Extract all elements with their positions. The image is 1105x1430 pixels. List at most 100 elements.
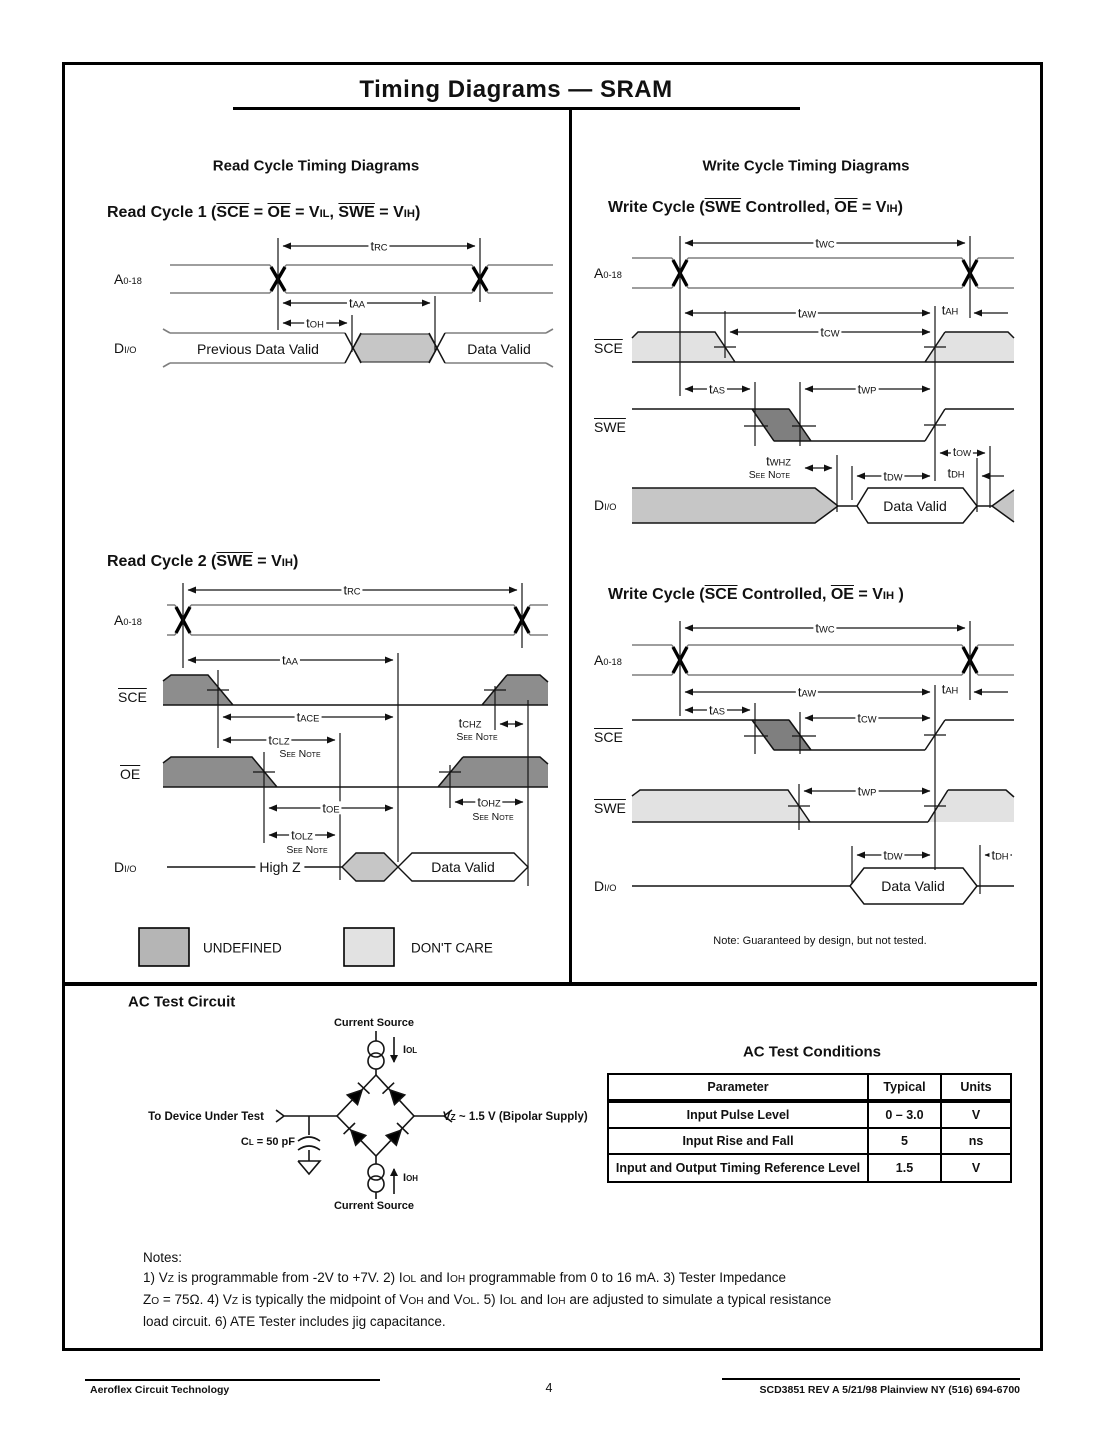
undefined-region: [163, 757, 277, 787]
current-source-top: [367, 1031, 398, 1075]
timing-label-taw: tAW: [795, 305, 819, 321]
timing-label-tolz: tOLZ: [289, 827, 315, 843]
timing-label-taw: tAW: [795, 684, 819, 700]
signal-label-addr: A0-18: [114, 271, 142, 287]
timing-label-tas: tAS: [706, 702, 728, 718]
timing-label-toe: tOE: [320, 800, 342, 816]
current-source-bottom: [367, 1156, 398, 1199]
sce-waveform: [632, 719, 1014, 751]
dont-care-region: [632, 790, 810, 822]
timing-label-tow: tOW: [950, 445, 974, 459]
see-note-label: See Note: [471, 810, 515, 823]
timing-label-tas: tAS: [706, 381, 728, 397]
diode-bottom-left: [349, 1129, 368, 1147]
address-transition-x: [174, 606, 531, 634]
address-transition-x: [671, 259, 979, 287]
read-cycle-1-diagram: [162, 238, 554, 368]
legend-dont-care-label: DON'T CARE: [411, 940, 493, 956]
dimension-lines: [679, 621, 1012, 894]
notes-line-3: load circuit. 6) ATE Tester includes jig…: [143, 1314, 446, 1329]
signal-label-dio: DI/O: [114, 859, 137, 875]
table-row: Input Pulse Level 0 – 3.0 V: [607, 1100, 1012, 1129]
undefined-region: [163, 675, 233, 705]
timing-label-twc: tWC: [813, 620, 837, 636]
signal-label-oe: OE: [120, 766, 141, 782]
timing-label-tohz: tOHZ: [475, 794, 503, 810]
undefined-region: [751, 408, 812, 442]
section-divider: [63, 982, 1037, 986]
write-cycle-sce-heading: Write Cycle (SCE Controlled, OE = VIH ): [608, 586, 904, 603]
col-header-units: Units: [940, 1073, 1012, 1103]
device-under-test-label: To Device Under Test: [148, 1110, 264, 1123]
diode-bridge: [335, 1073, 416, 1158]
write-cycle-note: Note: Guaranteed by design, but not test…: [713, 935, 927, 947]
column-divider: [569, 107, 572, 984]
notes-label: Notes:: [143, 1250, 183, 1265]
col-header-parameter: Parameter: [607, 1073, 869, 1103]
ac-test-circuit-title: AC Test Circuit: [128, 993, 236, 1011]
signal-label-addr: A0-18: [594, 652, 622, 668]
timing-label-tdw: tDW: [881, 847, 905, 863]
notes-line-2: ZO = 75Ω. 4) VZ is typically the midpoin…: [143, 1292, 832, 1307]
signal-label-dio: DI/O: [594, 878, 617, 894]
read-column-header: Read Cycle Timing Diagrams: [212, 157, 420, 175]
signal-label-addr: A0-18: [594, 265, 622, 281]
dont-care-region: [928, 790, 1014, 822]
timing-label-twp: tWP: [855, 783, 879, 799]
dio-waveform: [632, 867, 1014, 905]
see-note-label: See Note: [456, 730, 498, 743]
data-valid-label: Data Valid: [881, 878, 945, 894]
legend-undefined-label: UNDEFINED: [203, 940, 282, 956]
ac-test-conditions-title: AC Test Conditions: [742, 1043, 882, 1061]
cell-parameter: Input and Output Timing Reference Level: [607, 1153, 869, 1183]
col-header-typical: Typical: [867, 1073, 942, 1103]
cell-parameter: Input Pulse Level: [607, 1100, 869, 1129]
table-row: Input and Output Timing Reference Level …: [607, 1153, 1012, 1183]
device-wire: [275, 1109, 337, 1123]
table-row: Input Rise and Fall 5 ns: [607, 1127, 1012, 1155]
signal-label-sce: SCE: [594, 340, 623, 356]
vz-wire: [414, 1109, 453, 1123]
ioh-label: IOH: [403, 1172, 418, 1185]
timing-label-tace: tACE: [294, 709, 322, 725]
read-cycle-2-heading: Read Cycle 2 (SWE = VIH): [107, 553, 299, 570]
timing-label-tdw: tDW: [881, 468, 905, 484]
data-valid-label: Data Valid: [467, 341, 531, 357]
footer-company: Aeroflex Circuit Technology: [90, 1384, 230, 1396]
signal-label-dio: DI/O: [594, 497, 617, 513]
timing-label-toh: tOH: [304, 315, 326, 331]
data-gray-triangle: [992, 490, 1014, 522]
data-gray-region: [632, 488, 838, 523]
diode-top-left: [345, 1088, 364, 1107]
timing-label-tcw: tCW: [855, 710, 879, 726]
swe-waveform: [631, 789, 1015, 823]
cell-parameter: Input Rise and Fall: [607, 1127, 869, 1155]
timing-label-tah: tAH: [939, 681, 961, 697]
timing-label-twc: tWC: [813, 235, 837, 251]
dio-waveform: [632, 487, 1015, 524]
timing-label-tdh: tDH: [989, 847, 1011, 863]
page-border: [62, 62, 1043, 1351]
load-capacitor: [297, 1116, 322, 1176]
write-cycle-swe-diagram: [631, 236, 1015, 524]
cell-typical: 0 – 3.0: [867, 1100, 942, 1129]
timing-label-trc: tRC: [368, 238, 390, 254]
sce-waveform: [162, 674, 549, 706]
ac-test-conditions-table: Parameter Typical Units Input Pulse Leve…: [607, 1073, 1012, 1183]
footer-page-number: 4: [545, 1381, 553, 1395]
address-waveform: [632, 257, 1014, 289]
cell-typical: 5: [867, 1127, 942, 1155]
vz-label: VZ ~ 1.5 V (Bipolar Supply): [443, 1110, 588, 1123]
address-transition-x: [269, 266, 489, 292]
iol-label: IOL: [403, 1044, 418, 1057]
dont-care-region: [925, 332, 1014, 362]
diode-top-right: [388, 1088, 407, 1107]
page-title: Timing Diagrams — SRAM: [359, 76, 673, 103]
cell-units: V: [940, 1153, 1012, 1183]
write-cycle-swe-heading: Write Cycle (SWE Controlled, OE = VIH): [608, 199, 903, 216]
footer-right-rule: [722, 1378, 1020, 1380]
high-z-label: High Z: [255, 859, 305, 875]
data-valid-hexagon: [849, 867, 978, 905]
cell-units: V: [940, 1100, 1012, 1129]
